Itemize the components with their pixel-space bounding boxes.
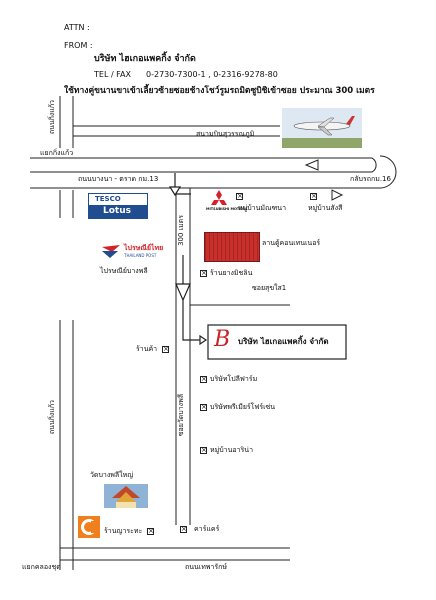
marker-shop [162, 346, 169, 353]
shop-label: ร้านค้า [136, 345, 158, 353]
tire-shop-label: ร้านยางมิชลิน [210, 269, 253, 277]
village-sanguansi: หมู่บ้านสังสี [308, 204, 343, 212]
thailand-post-logo: ไปรษณีย์ไทย THAILAND POST [100, 243, 170, 263]
container-picture [204, 232, 260, 262]
marker-bottom-shop [147, 528, 154, 535]
road-airport: สนามบินสุวรรณภูมิ [196, 130, 255, 138]
marker-premier-frozen [200, 404, 207, 411]
airplane-icon [282, 116, 362, 148]
mitsubishi-diamonds-icon [211, 190, 227, 205]
soi-wat-bangphli: ซอยวัดบางพลี [177, 394, 185, 437]
marker-polyfarm [200, 376, 207, 383]
mitsubishi-logo: MITSUBISHI MOTORS [206, 190, 248, 218]
marker-village-manthana [236, 193, 243, 200]
village-manthana: หมู่บ้านมัณฑนา [238, 204, 287, 212]
telfax-label: TEL / FAX [94, 70, 131, 79]
telfax-value: 0-2730-7300-1 , 0-2316-9278-80 [146, 70, 278, 79]
convenience-store-logo [78, 516, 100, 538]
directions-text: ใช้ทางคู่ขนานขาเข้าเลี้ยวซ้ายซอยช้างโชว์… [64, 86, 375, 96]
company-logo: B [214, 327, 231, 352]
post-logo-thai: ไปรษณีย์ไทย [124, 244, 164, 252]
kingkaew-junction: แยกกิ่งแก้ว [40, 149, 74, 157]
temple-icon [104, 484, 148, 508]
tesco-lotus-logo: TESCO Lotus [88, 193, 148, 219]
attn-label: ATTN : [64, 23, 90, 32]
premier-frozen-label: บริษัทพรีเมียร์โฟร์เซ่น [210, 403, 276, 411]
marker-tire-shop [200, 270, 207, 277]
soi-sukhothai: ซอยสุขใส1 [252, 284, 287, 292]
polyfarm-label: บริษัทโปลีฟาร์ม [210, 375, 258, 383]
temple-picture [104, 484, 148, 508]
from-label: FROM : [64, 41, 93, 50]
company-name: บริษัท ไฮเกอแพคกิ้ง จำกัด [94, 54, 196, 64]
tesco-text: TESCO [95, 195, 121, 203]
lotus-text: Lotus [103, 206, 131, 216]
village-arina-label: หมู่บ้านอาริน่า [210, 446, 253, 454]
mitsubishi-text: MITSUBISHI MOTORS [206, 207, 248, 211]
bottom-shop-label: ร้านญาระทะ [104, 527, 143, 535]
airplane-photo [282, 108, 362, 148]
temple-label: วัดบางพลีใหญ่ [90, 471, 134, 479]
carcare-label: คาร์แคร์ [194, 525, 220, 533]
soi-length: 300 เมตร [177, 215, 185, 246]
road-thepharak: ถนนเทพารักษ์ [185, 563, 227, 571]
khlong-junction: แยกคลองชุด [22, 563, 61, 571]
post-logo-en: THAILAND POST [124, 253, 157, 258]
post-wing-icon [102, 245, 120, 258]
uturn-label: กลับรถกม.16 [350, 175, 391, 183]
marker-village-arina [200, 447, 207, 454]
post-office-label: ไปรษณีย์บางพลี [100, 267, 148, 275]
road-bangna-trat: ถนนบางนา - ตราด กม.13 [78, 175, 159, 183]
container-yard-label: ลานตู้คอนเทนเนอร์ [262, 239, 321, 247]
road-kingkaew-top: ถนนกิ่งแก้ว [48, 100, 56, 135]
marker-village-sanguansi [310, 193, 317, 200]
company-destination-label: บริษัท ไฮเกอแพคกิ้ง จำกัด [238, 337, 329, 346]
road-kingkaew-bottom: ถนนกิ่งแก้ว [48, 400, 56, 435]
marker-carcare [180, 526, 187, 533]
